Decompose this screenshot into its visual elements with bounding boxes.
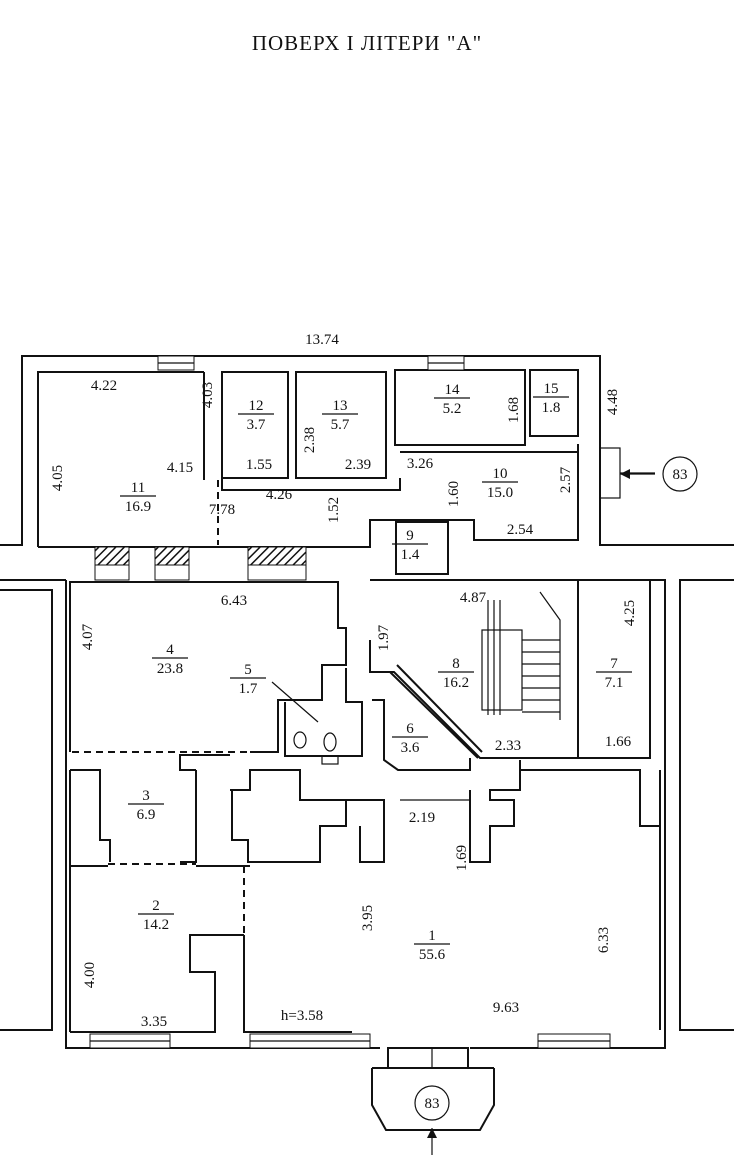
plan-title: ПОВЕРХ І ЛІТЕРИ "А": [252, 31, 482, 55]
room-label-7: 77.1: [596, 656, 632, 691]
room-label-10: 10 15.0: [482, 466, 518, 501]
dimension-label: 4.22: [91, 378, 117, 394]
dimension-label: 4.48: [605, 389, 621, 415]
room-area: 14.2: [143, 917, 169, 933]
room-number: 3: [142, 788, 150, 804]
room-area: 5.7: [331, 417, 350, 433]
room-area: 1.7: [239, 681, 258, 697]
dimension-label: 4.25: [622, 600, 638, 626]
room-area: 1.4: [401, 547, 420, 563]
dimension-label: 3.95: [360, 905, 376, 931]
entrance-marker-top: [662, 456, 698, 492]
room-number: 8: [452, 656, 460, 672]
dimension-label: 4.00: [82, 962, 98, 988]
room-number: 11: [131, 480, 145, 496]
dimension-label: 1.66: [605, 734, 632, 750]
dimension-label: 4.26: [266, 487, 293, 503]
room-label-5: 51.7: [230, 662, 266, 697]
dimension-label: 1.60: [446, 481, 462, 507]
dimension-label: 3.26: [407, 456, 434, 472]
dimension-label: 3.35: [141, 1014, 167, 1030]
room-number: 13: [333, 398, 348, 414]
dimension-label: 6.33: [596, 927, 612, 953]
room-area: 16.9: [125, 499, 151, 515]
hatched-walls: [94, 546, 307, 581]
room-number: 1: [428, 928, 436, 944]
room-label-9: 91.4: [392, 528, 428, 563]
room-number: 2: [152, 898, 160, 914]
dimension-label: 2.39: [345, 457, 371, 473]
entrance-marker-bottom: [414, 1085, 450, 1121]
room-number: 5: [244, 662, 252, 678]
room-number: 4: [166, 642, 174, 658]
dimension-label: 2.19: [409, 810, 435, 826]
dimension-label: 1.52: [326, 497, 342, 523]
windows-top: [157, 355, 465, 371]
room-area: 3.6: [401, 740, 420, 756]
room-label-8: 816.2: [438, 656, 474, 691]
room-area: 55.6: [419, 947, 446, 963]
room-number: 14: [445, 382, 461, 398]
upper-rooms: [38, 369, 655, 575]
room-number: 9: [406, 528, 414, 544]
room-area: 15.0: [487, 485, 513, 501]
room-label-15: 151.8: [533, 381, 569, 416]
room-area: 6.9: [137, 807, 156, 823]
dimension-label: 6.43: [221, 593, 247, 609]
dimension-label: 2.57: [558, 466, 574, 493]
room-area: 3.7: [247, 417, 266, 433]
dimension-label: 4.87: [460, 590, 487, 606]
dimension-label: 2.38: [302, 427, 318, 453]
room-label-1: 155.6: [414, 928, 450, 963]
dimension-label: 1.55: [246, 457, 272, 473]
room-label-2: 214.2: [138, 898, 174, 933]
dimension-label: 7.78: [209, 502, 235, 518]
room-label-3: 36.9: [128, 788, 164, 823]
dimension-label: 9.63: [493, 1000, 519, 1016]
lower-rooms: [69, 579, 661, 1069]
room-label-11: 11 16.9: [120, 480, 156, 515]
room-label-6: 63.6: [392, 721, 428, 756]
dimension-label: 2.33: [495, 738, 521, 754]
entrance-markers: 83 83: [414, 456, 698, 1155]
room-area: 23.8: [157, 661, 183, 677]
dimension-label: 2.54: [507, 522, 534, 538]
entrance-label-top: 83: [673, 467, 688, 483]
room-area: 5.2: [443, 401, 462, 417]
dimension-label: h=3.58: [281, 1008, 323, 1024]
dimension-label: 4.07: [80, 623, 96, 650]
dimension-label: 1.97: [376, 624, 392, 651]
dimension-label: 1.68: [506, 397, 522, 423]
room-number: 6: [406, 721, 414, 737]
room-number: 15: [544, 381, 559, 397]
room-label-4: 423.8: [152, 642, 188, 677]
room-area: 16.2: [443, 675, 469, 691]
room-label-14: 145.2: [434, 382, 470, 417]
dimension-label: 4.05: [50, 465, 66, 491]
room-area: 1.8: [542, 400, 561, 416]
dimension-label: 4.03: [200, 382, 216, 408]
dimension-label: 1.69: [454, 845, 470, 871]
room-area: 7.1: [605, 675, 624, 691]
room-number: 10: [493, 466, 508, 482]
dimension-label: 13.74: [305, 332, 339, 348]
room-label-13: 135.7: [322, 398, 358, 433]
room-number: 7: [610, 656, 618, 672]
entrance-label-bottom: 83: [425, 1096, 440, 1112]
dimension-label: 4.15: [167, 460, 193, 476]
room-number: 12: [249, 398, 264, 414]
room-label-12: 123.7: [238, 398, 274, 433]
